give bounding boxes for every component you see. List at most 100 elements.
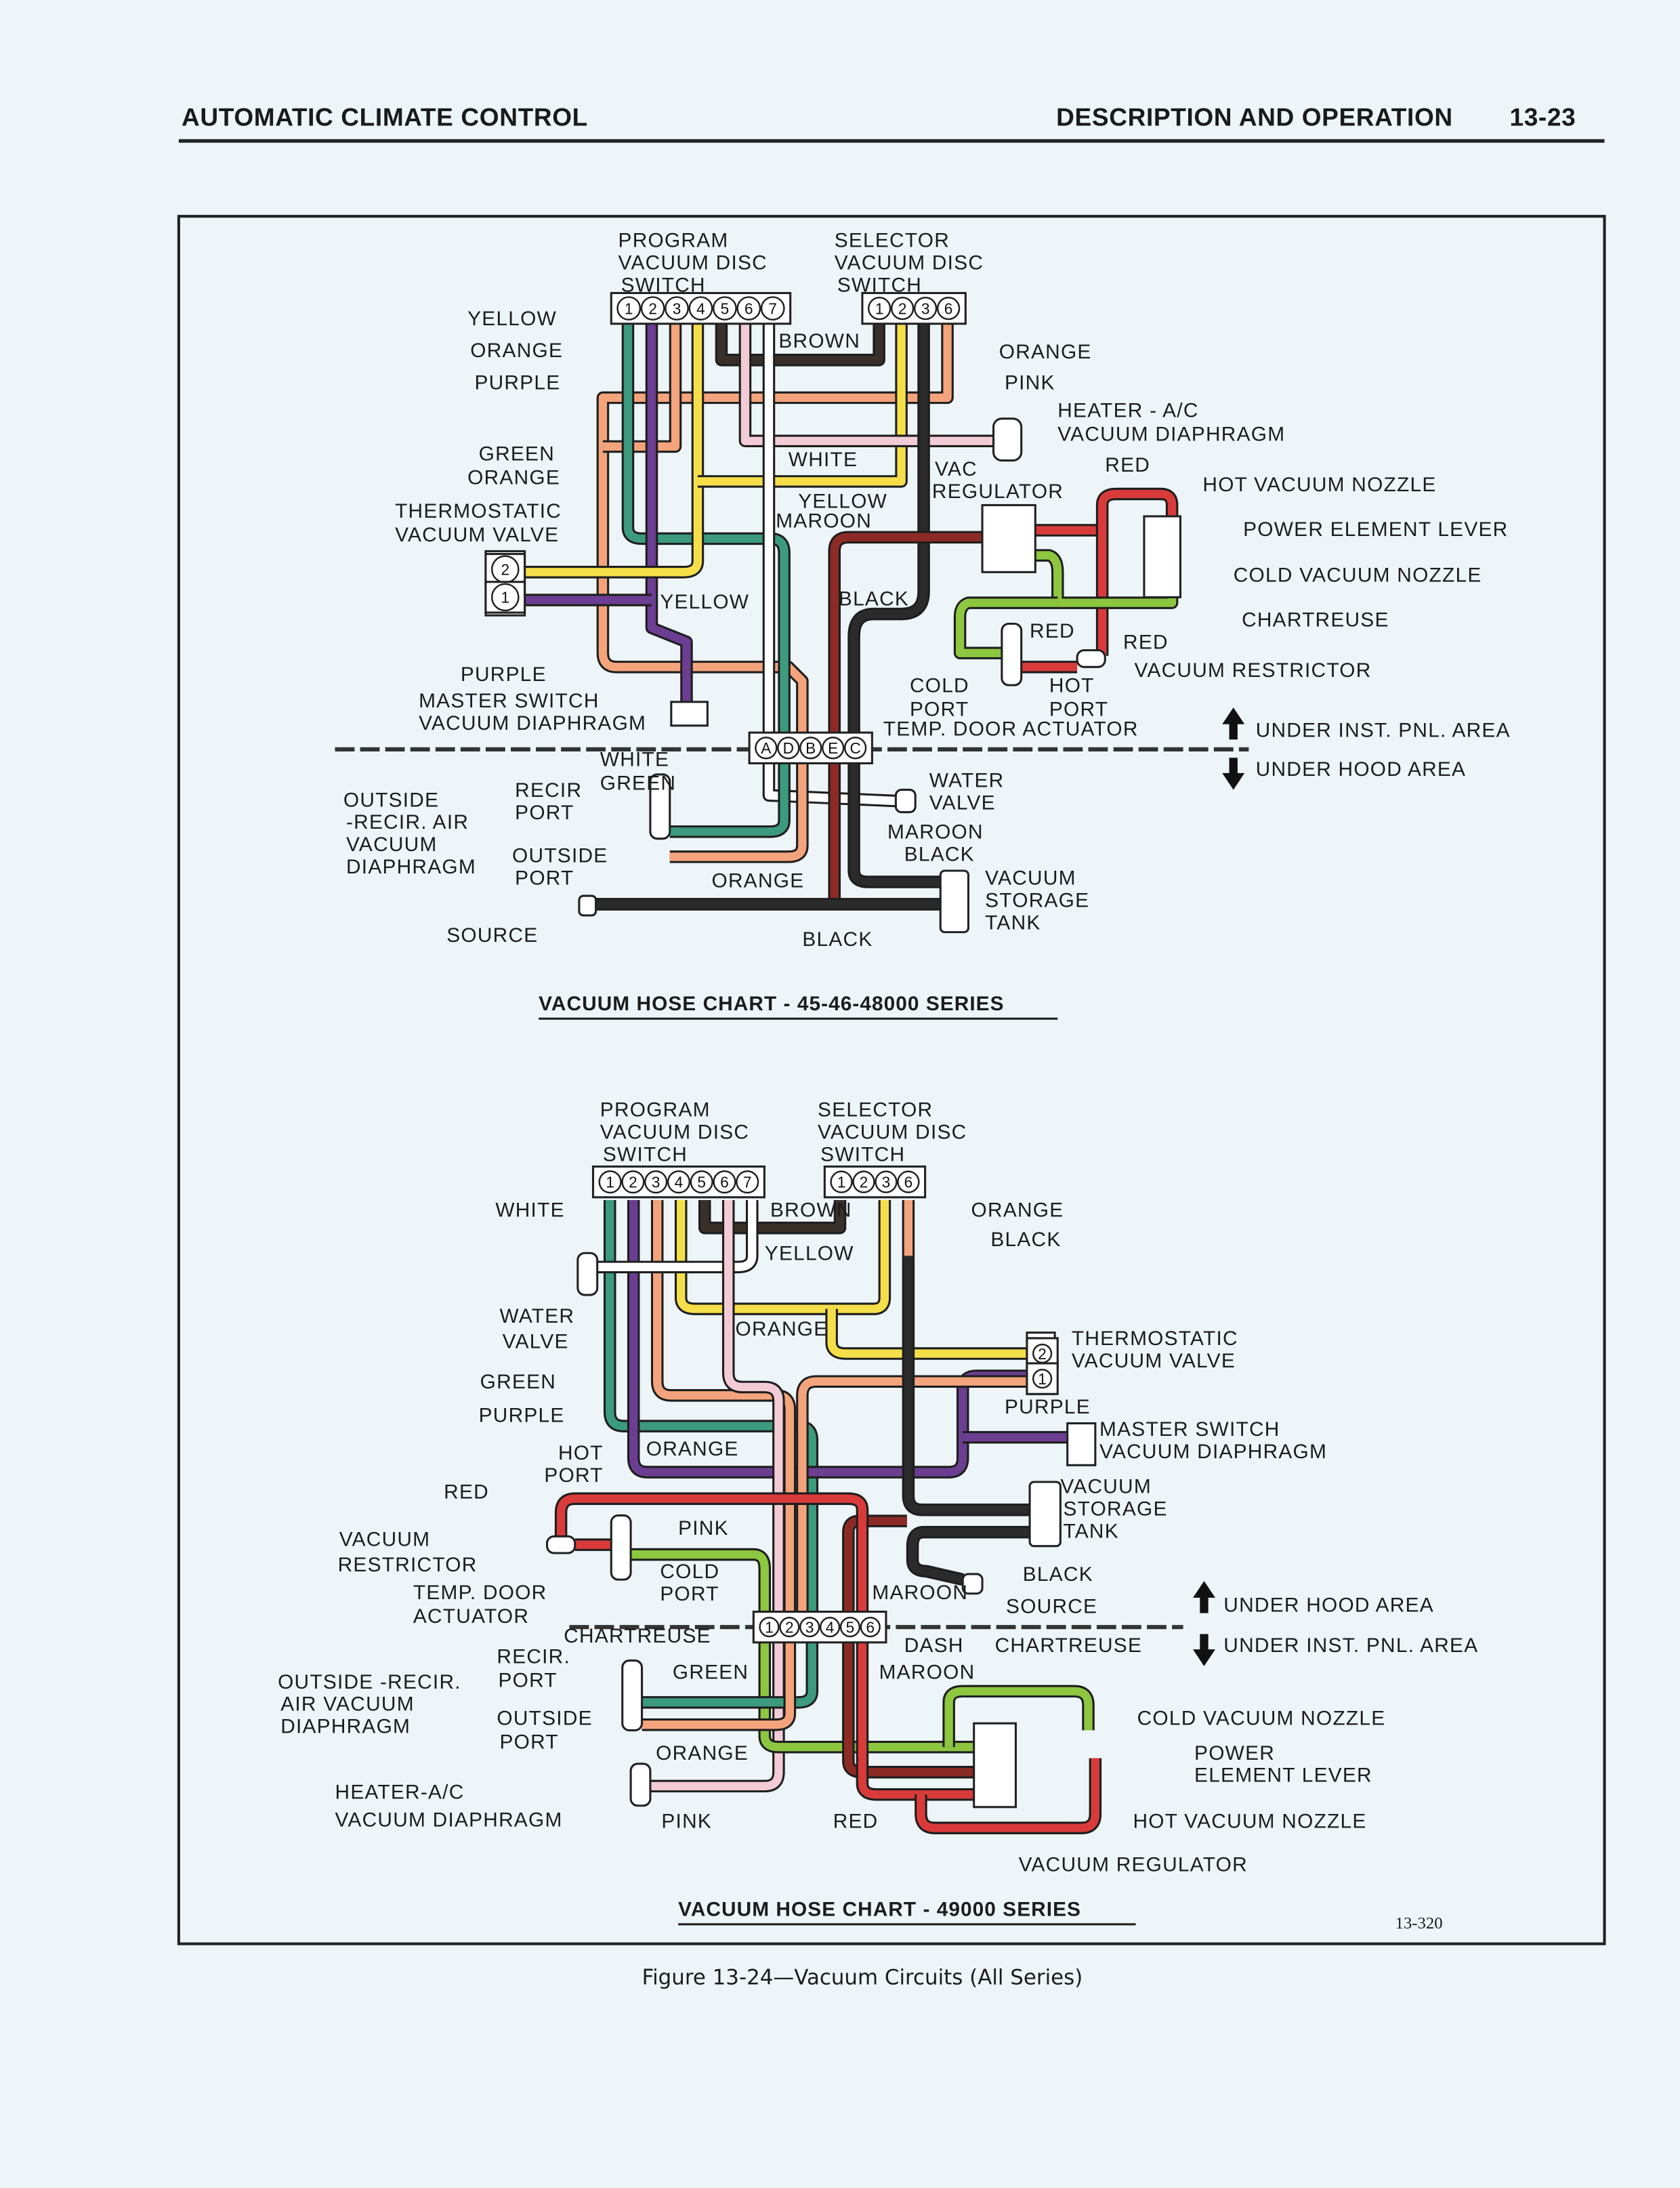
hose-yellow (827, 1308, 1027, 1358)
port-number: 3 (673, 300, 681, 317)
port-number: 6 (744, 300, 753, 317)
hose-label: MAROON (776, 510, 872, 532)
hose-label: BLACK (839, 588, 909, 611)
hose-label: TANK (985, 912, 1041, 934)
port-circle (644, 1170, 668, 1194)
hose-label: HEATER - A/C (1057, 400, 1198, 422)
hose-label: PURPLE (479, 1404, 565, 1426)
selector-switch-title: SELECTOR (835, 229, 950, 251)
hose-label: PORT (500, 1731, 559, 1753)
subsection-title: DESCRIPTION AND OPERATION (1056, 102, 1453, 131)
arrow-up-icon (1222, 707, 1245, 740)
figure-id: 13-320 (1395, 1914, 1443, 1933)
program-switch-title: SWITCH (603, 1143, 688, 1165)
port-circle (897, 1170, 920, 1193)
port-circle (799, 1617, 820, 1638)
vacuum-regulator-bottom (973, 1722, 1017, 1809)
port-circle (890, 296, 915, 321)
port-number: 4 (696, 300, 705, 317)
port-circle (665, 296, 689, 321)
hose-label: ELEMENT LEVER (1194, 1764, 1372, 1787)
port-number: 2 (898, 300, 907, 317)
hose-label: PINK (678, 1517, 729, 1540)
port-number: E (828, 739, 838, 757)
port-circle (799, 737, 822, 760)
hose-label: VACUUM VALVE (1072, 1350, 1236, 1372)
port-number: 5 (846, 1618, 855, 1636)
hose-label: VACUUM DIAPHRAGM (1057, 424, 1285, 446)
hose-label: BROWN (770, 1199, 852, 1222)
port-number: 7 (768, 300, 777, 317)
arrow-down-icon (1222, 758, 1245, 790)
area-label-down-bottom: UNDER INST. PNL. AREA (1223, 1634, 1478, 1657)
hose-label: PURPLE (1005, 1396, 1091, 1418)
hose-pink (740, 321, 994, 445)
hose-label: PINK (661, 1811, 712, 1833)
hose-yellow (524, 321, 702, 577)
hose-label: HOT VACUUM NOZZLE (1133, 1811, 1366, 1833)
hose-label: VALVE (929, 791, 996, 814)
hose-orange (653, 1200, 795, 1616)
hose-label: HEATER-A/C (335, 1781, 465, 1803)
hose-label: PURPLE (474, 372, 560, 394)
hose-label: WHITE (600, 749, 669, 771)
top-diagram-hoses (524, 321, 1179, 911)
port-circle (852, 1170, 875, 1193)
port-number: 1 (875, 300, 884, 317)
port-circle (867, 296, 891, 321)
hose-label: GREEN (480, 1371, 556, 1393)
hose-label: POWER ELEMENT LEVER (1243, 518, 1508, 541)
hose-label: SOURCE (1006, 1596, 1097, 1618)
hose-label: COLD (910, 674, 969, 697)
hose-green (606, 1200, 816, 1616)
port-circle (688, 296, 713, 321)
hose-orange (669, 760, 807, 861)
hose-label: SOURCE (446, 924, 538, 947)
heater-ac-diaphragm-bottom (629, 1762, 652, 1807)
hose-label: RECIR (515, 779, 582, 802)
port-circle (759, 1617, 780, 1638)
chart-title-bottom: VACUUM HOSE CHART - 49000 SERIES (678, 1898, 1081, 1920)
hose-label: MASTER SWITCH (419, 690, 600, 712)
hose-chartreuse (944, 1687, 1093, 1748)
port-circle (690, 1170, 713, 1194)
figure-caption: Figure 13-24—Vacuum Circuits (All Series… (642, 1965, 1083, 1989)
hose-label: VACUUM (1060, 1475, 1152, 1498)
port-circle (860, 1617, 881, 1638)
hose-label: MASTER SWITCH (1099, 1418, 1280, 1441)
power-element-top (1143, 515, 1182, 598)
bottom-diagram-hoses (554, 1200, 1102, 1834)
selector-switch-title: SELECTOR (818, 1098, 933, 1121)
hose-label: BLACK (1023, 1563, 1093, 1586)
port-number: 1 (625, 300, 633, 317)
hose-label: PORT (1049, 698, 1108, 720)
hose-label: DIAPHRAGM (280, 1716, 411, 1738)
hose-green (669, 760, 789, 836)
vacuum-restrictor-bottom (546, 1535, 576, 1554)
port-number: B (805, 739, 816, 757)
hose-label: TANK (1063, 1520, 1118, 1542)
port-circle (736, 296, 761, 321)
port-circle (843, 737, 867, 760)
hose-label: -RECIR. AIR (346, 811, 469, 833)
port-circle (779, 1617, 800, 1638)
port-number: 3 (921, 300, 930, 317)
port-number: 1 (606, 1173, 614, 1191)
hose-green (623, 321, 789, 736)
hose-green (642, 1640, 816, 1707)
hose-label: GREEN (673, 1661, 749, 1683)
hose-label: ORANGE (999, 341, 1092, 363)
hose-label: CHARTREUSE (995, 1634, 1143, 1657)
port-number: 1 (837, 1173, 846, 1191)
port-number: 5 (697, 1173, 706, 1191)
port-circle (936, 296, 961, 321)
hose-label: VACUUM DIAPHRAGM (1099, 1441, 1327, 1463)
hose-brown (717, 321, 883, 365)
program-switch-title: VACUUM DISC (600, 1121, 749, 1143)
hose-label: PORT (544, 1464, 603, 1487)
bottom-titles: PROGRAM VACUUM DISC SWITCH SELECTOR VACU… (600, 1098, 966, 1165)
port-circle (755, 737, 778, 760)
hose-label: ORANGE (467, 467, 560, 489)
hose-label: MAROON (872, 1582, 968, 1604)
